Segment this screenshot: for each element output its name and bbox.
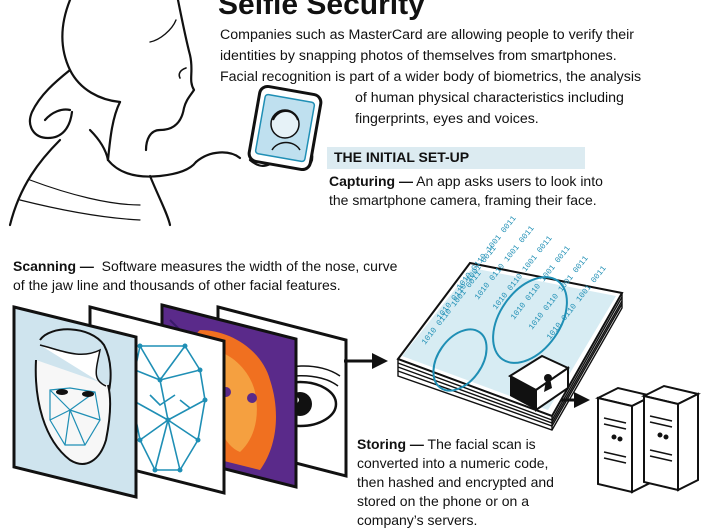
storing-text: Storing — The facial scan is converted i…	[357, 435, 554, 530]
intro-line: Companies such as MasterCard are allowin…	[220, 27, 635, 43]
intro-line: of human physical characteristics includ…	[355, 90, 624, 106]
scanning-text: Scanning — Software measures the width o…	[13, 257, 397, 295]
storing-line: then hashed and encrypted and	[357, 474, 554, 490]
storing-line: stored on the phone or on a	[357, 493, 530, 509]
scanning-label: Scanning —	[13, 258, 94, 274]
setup-heading: THE INITIAL SET-UP	[334, 149, 470, 165]
scanning-line: Software measures the width of the nose,…	[93, 258, 398, 274]
setup-heading-banner	[327, 147, 585, 169]
lock-icon	[508, 354, 571, 412]
capturing-label: Capturing —	[329, 173, 413, 189]
arrow-to-database-icon	[344, 353, 388, 369]
storing-line: company’s servers.	[357, 512, 478, 528]
capturing-line: the smartphone camera, framing their fac…	[329, 192, 597, 208]
page-title: Selfie Security	[218, 0, 425, 21]
scanning-line: of the jaw line and thousands of other f…	[13, 277, 341, 293]
face-panels	[12, 303, 348, 499]
intro-line: fingerprints, eyes and voices.	[355, 111, 539, 127]
phone-illustration	[247, 84, 323, 172]
capturing-line: An app asks users to look into	[413, 173, 603, 189]
intro-text: Companies such as MasterCard are allowin…	[220, 25, 690, 130]
capturing-text: Capturing — An app asks users to look in…	[329, 172, 603, 210]
encrypted-data-stack: 1010 0110 1001 0011 1010 0110 1001 0011 …	[396, 214, 624, 431]
storing-line: The facial scan is	[423, 436, 536, 452]
storing-line: converted into a numeric code,	[357, 455, 549, 471]
storing-label: Storing —	[357, 436, 424, 452]
intro-line: Facial recognition is part of a wider bo…	[220, 69, 642, 85]
intro-line: identities by snapping photos of themsel…	[220, 48, 617, 64]
server-icon	[641, 384, 701, 492]
